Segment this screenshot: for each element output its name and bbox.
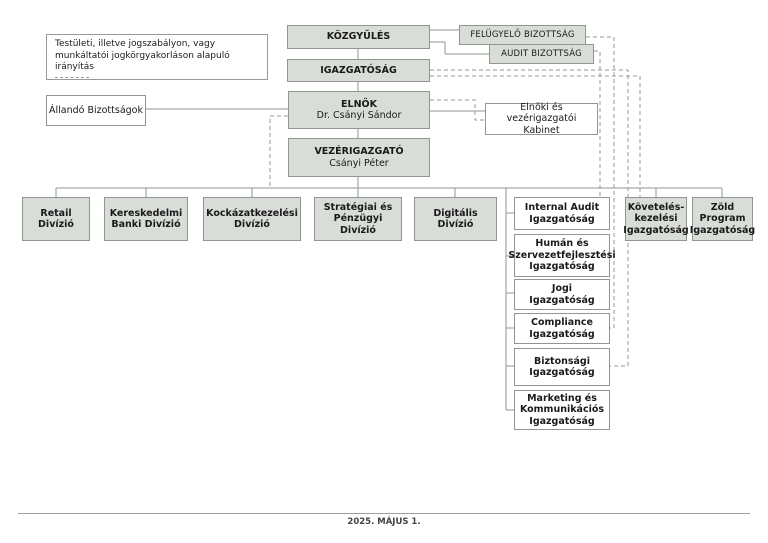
allando-bizottsagok-box[interactable]: Állandó Bizottságok xyxy=(46,95,146,126)
directorate-jogi[interactable]: Jogi Igazgatóság xyxy=(514,279,610,310)
directorate-label: Követelés- kezelési Igazgatóság xyxy=(623,201,689,236)
division-label: Stratégiai és Pénzügyi Divízió xyxy=(323,201,393,236)
directorate-internal-audit[interactable]: Internal Audit Igazgatóság xyxy=(514,197,610,230)
elnok-name: Dr. Csányi Sándor xyxy=(316,110,402,121)
vezerigazgato-box[interactable]: VEZÉRIGAZGATÓ Csányi Péter xyxy=(288,138,430,177)
legend-box: Testületi, illetve jogszabályon, vagy mu… xyxy=(46,34,268,80)
directorate-label: Zöld Program Igazgatóság xyxy=(689,201,756,236)
division-label: Kockázatkezelési Divízió xyxy=(206,207,298,230)
vezerigazgato-title: VEZÉRIGAZGATÓ xyxy=(314,146,404,158)
vezerigazgato-name: Csányi Péter xyxy=(329,157,389,169)
directorate-koveteleskezelesi[interactable]: Követelés- kezelési Igazgatóság xyxy=(623,197,689,241)
division-retail[interactable]: Retail Divízió xyxy=(22,197,90,241)
elnok-title: ELNÖK xyxy=(341,98,377,110)
directorate-human[interactable]: Humán és Szervezetfejlesztési Igazgatósá… xyxy=(508,234,616,277)
footer-date: 2025. MÁJUS 1. xyxy=(347,517,421,527)
division-kereskedelmi[interactable]: Kereskedelmi Banki Divízió xyxy=(104,197,188,241)
footer-divider xyxy=(18,513,750,514)
directorate-biztonsagi[interactable]: Biztonsági Igazgatóság xyxy=(514,348,610,386)
directorate-label: Compliance Igazgatóság xyxy=(529,317,595,340)
directorate-label: Internal Audit Igazgatóság xyxy=(524,202,600,225)
kabinet-label: Elnöki és vezérigazgatói Kabinet xyxy=(506,101,577,136)
division-label: Retail Divízió xyxy=(38,207,74,230)
directorate-label: Jogi Igazgatóság xyxy=(529,283,595,306)
igazgatosag-box[interactable]: IGAZGATÓSÁG xyxy=(287,59,430,82)
division-digitalis[interactable]: Digitális Divízió xyxy=(414,197,497,241)
kabinet-box[interactable]: Elnöki és vezérigazgatói Kabinet xyxy=(485,101,598,136)
directorate-label: Biztonsági Igazgatóság xyxy=(529,355,595,378)
division-strategiai[interactable]: Stratégiai és Pénzügyi Divízió xyxy=(314,197,402,241)
kozgyules-label: KÖZGYŰLÉS xyxy=(326,31,391,43)
legend-text: Testületi, illetve jogszabályon, vagy mu… xyxy=(55,39,230,73)
directorate-compliance[interactable]: Compliance Igazgatóság xyxy=(514,313,610,344)
audit-bizottsag-label: AUDIT BIZOTTSÁG xyxy=(501,48,582,59)
directorate-marketing[interactable]: Marketing és Kommunikációs Igazgatóság xyxy=(514,390,610,430)
elnok-box[interactable]: ELNÖK Dr. Csányi Sándor xyxy=(288,91,430,129)
audit-bizottsag-box[interactable]: AUDIT BIZOTTSÁG xyxy=(489,44,594,64)
directorate-zold-program[interactable]: Zöld Program Igazgatóság xyxy=(689,197,756,241)
igazgatosag-label: IGAZGATÓSÁG xyxy=(320,64,397,76)
kozgyules-box[interactable]: KÖZGYŰLÉS xyxy=(287,25,430,49)
division-kockazatkezelesi[interactable]: Kockázatkezelési Divízió xyxy=(203,197,301,241)
felugyelo-bizottsag-label: FELÜGYELŐ BIZOTTSÁG xyxy=(470,29,575,40)
division-label: Kereskedelmi Banki Divízió xyxy=(109,207,183,230)
legend-dashed-line xyxy=(55,77,89,79)
directorate-label: Marketing és Kommunikációs Igazgatóság xyxy=(519,392,605,427)
allando-bizottsagok-label: Állandó Bizottságok xyxy=(48,104,143,116)
felugyelo-bizottsag-box[interactable]: FELÜGYELŐ BIZOTTSÁG xyxy=(459,25,586,45)
directorate-label: Humán és Szervezetfejlesztési Igazgatósá… xyxy=(508,238,616,273)
division-label: Digitális Divízió xyxy=(433,207,478,230)
